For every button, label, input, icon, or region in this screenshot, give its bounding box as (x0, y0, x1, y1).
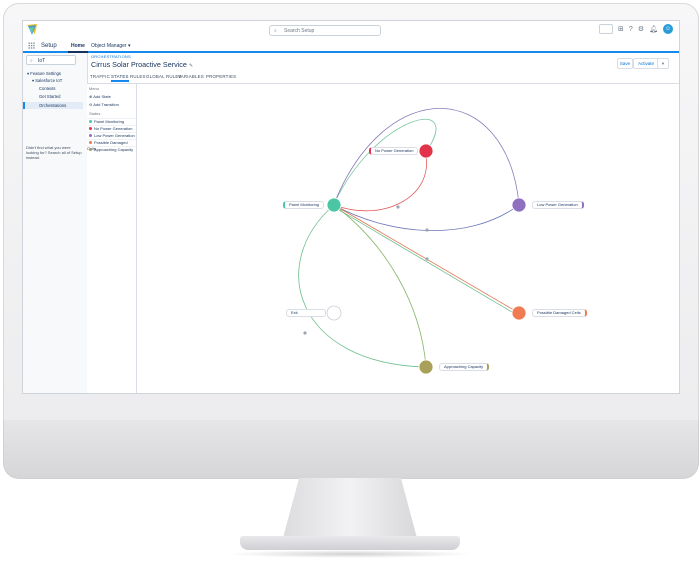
sidebar-item-feature-settings[interactable]: ▾ Feature Settings (27, 71, 61, 76)
no-find-text[interactable]: Didn't find what you were looking for? S… (26, 145, 82, 160)
tab-global-rules[interactable]: GLOBAL RULES (146, 74, 182, 79)
nav-bar: Setup Home Object Manager ▾ (23, 41, 679, 53)
add-transition-button[interactable]: ⊖ Add Transition (89, 102, 119, 107)
sidebar-item-contexts[interactable]: Contexts (39, 86, 56, 91)
search-placeholder: Search Setup (284, 28, 315, 34)
transition-capacity-to-panel[interactable] (298, 204, 427, 368)
state-list-item[interactable]: Approaching Capacity (87, 146, 136, 153)
state-label-panel-monitoring[interactable]: Panel Monitoring (283, 201, 325, 209)
orchestration-tabs: TRAFFIC STATES RULES GLOBAL RULES VARIAB… (87, 73, 679, 84)
transition-panel-to-lowpower[interactable] (333, 107, 520, 205)
pencil-icon[interactable]: ✎ (188, 63, 194, 69)
help-icon[interactable]: ? (628, 25, 633, 33)
state-color-dot (89, 148, 92, 152)
add-transition-label: Add Transition (93, 102, 119, 107)
add-state-button[interactable]: ⊕ Add State (89, 94, 111, 99)
search-icon: ⌕ (274, 28, 277, 34)
state-color-dot (89, 134, 92, 138)
bell-icon[interactable]: 🔔︎ (649, 26, 658, 33)
screen: ⌕ Search Setup ⊞ ? ⚙ 🔔︎ ☺ Setup Home Obj… (22, 20, 680, 394)
state-label-possible-damaged-cells[interactable]: Possible Damaged Cells (532, 309, 587, 317)
monitor-shadow (225, 550, 475, 558)
state-color-dot (89, 127, 92, 131)
tab-properties[interactable]: PROPERTIES (206, 74, 237, 79)
state-diagram[interactable] (136, 84, 679, 393)
monitor-chin (3, 420, 699, 479)
transition-panel-to-damaged-2[interactable] (333, 206, 518, 316)
page-header: ORCHESTRATIONS Cirrus Solar Proactive Se… (87, 53, 679, 75)
activate-button[interactable]: Activate (633, 58, 659, 69)
state-label-approaching-capacity[interactable]: Approaching Capacity (439, 363, 490, 371)
sidebar-item-salesforce-iot[interactable]: ▾ Salesforce IoT (32, 78, 63, 83)
transition-handle[interactable] (425, 257, 429, 261)
quick-find-input[interactable]: ⌕ IoT (26, 55, 76, 65)
global-actions-icon[interactable]: ⊞ (618, 26, 624, 33)
search-icon: ⌕ (30, 58, 33, 64)
state-list-item[interactable]: Possible Damaged Cells (87, 139, 136, 151)
header-utilities: ⊞ ? ⚙ 🔔︎ ☺ (599, 24, 673, 34)
state-list-label: Low Power Generation (94, 133, 135, 138)
states-heading: States (89, 111, 101, 116)
state-list-label: No Power Generation (94, 126, 133, 131)
monitor-stand (283, 478, 417, 538)
state-node-panel-monitoring[interactable] (326, 197, 342, 213)
state-node-approaching-capacity[interactable] (418, 359, 434, 375)
setup-search-input[interactable]: ⌕ Search Setup (269, 25, 381, 36)
add-state-icon: ⊕ (89, 94, 93, 99)
avatar[interactable]: ☺ (663, 24, 673, 34)
state-node-low-power-generation[interactable] (511, 197, 527, 213)
menu-heading: Menu (89, 86, 100, 91)
save-button[interactable]: Save (617, 58, 633, 69)
transition-handle[interactable] (396, 205, 400, 209)
quick-find-value: IoT (38, 58, 46, 64)
state-node-no-power-generation[interactable] (418, 143, 434, 159)
state-list-label: Panel Monitoring (94, 119, 125, 124)
chevron-down-icon: ▾ (661, 61, 665, 66)
transition-nopower-to-panel[interactable] (333, 151, 427, 212)
more-actions-button[interactable]: ▾ (657, 58, 669, 69)
state-list-item[interactable]: No Power Generation (87, 125, 136, 132)
state-label-exit[interactable]: Exit (286, 309, 326, 317)
tab-rules[interactable]: RULES (130, 74, 146, 79)
gear-icon[interactable]: ⚙ (637, 26, 645, 33)
app-launcher-icon[interactable] (28, 42, 35, 49)
transition-panel-to-nopower[interactable] (333, 118, 437, 205)
nav-tab-object-manager[interactable]: Object Manager ▾ (91, 43, 131, 49)
state-label-no-power-generation[interactable]: No Power Generation (369, 147, 419, 155)
add-transition-icon: ⊖ (89, 102, 93, 107)
transition-handle[interactable] (303, 331, 307, 335)
states-panel: Menu ⊕ Add State ⊖ Add Transition States… (87, 84, 137, 393)
state-list-label: Approaching Capacity (94, 147, 134, 152)
tab-traffic[interactable]: TRAFFIC (90, 74, 110, 79)
page-title: Cirrus Solar Proactive Service✎ (91, 60, 193, 69)
sidebar-item-get-started[interactable]: Get Started (39, 94, 61, 99)
state-node-exit[interactable] (326, 305, 342, 321)
state-color-dot (89, 120, 92, 124)
nav-tab-home[interactable]: Home (68, 41, 88, 53)
breadcrumb[interactable]: ORCHESTRATIONS (91, 54, 131, 59)
state-node-possible-damaged-cells[interactable] (511, 305, 527, 321)
tab-variables[interactable]: VARIABLES (178, 74, 204, 79)
add-state-label: Add State (93, 94, 111, 99)
setup-sidebar: ⌕ IoT ▾ Feature Settings ▾ Salesforce Io… (23, 53, 88, 393)
favorites-icon[interactable] (599, 24, 614, 34)
transition-handle[interactable] (425, 228, 429, 232)
page-title-text: Cirrus Solar Proactive Service (91, 60, 187, 69)
state-list-item[interactable]: Panel Monitoring (87, 118, 136, 125)
sidebar-item-label: Feature Settings (30, 71, 61, 76)
transition-panel-to-capacity[interactable] (333, 204, 427, 368)
orchestration-canvas[interactable]: No Power Generation Panel Monitoring Low… (136, 84, 679, 393)
tab-states[interactable]: STATES (111, 74, 129, 82)
sidebar-item-label: Salesforce IoT (35, 78, 63, 83)
state-label-low-power-generation[interactable]: Low Power Generation (532, 201, 584, 209)
nav-tab-object-manager-label: Object Manager (91, 43, 127, 49)
monitor-foot (240, 536, 460, 550)
state-list-item[interactable]: Low Power Generation (87, 132, 136, 139)
salesforce-logo-icon (27, 24, 37, 35)
state-color-dot (89, 141, 92, 145)
app-name: Setup (41, 43, 57, 49)
sidebar-item-orchestrations[interactable]: Orchestrations (23, 102, 83, 109)
global-header: ⌕ Search Setup ⊞ ? ⚙ 🔔︎ ☺ (23, 21, 679, 41)
transition-lowpower-to-panel[interactable] (333, 204, 520, 232)
